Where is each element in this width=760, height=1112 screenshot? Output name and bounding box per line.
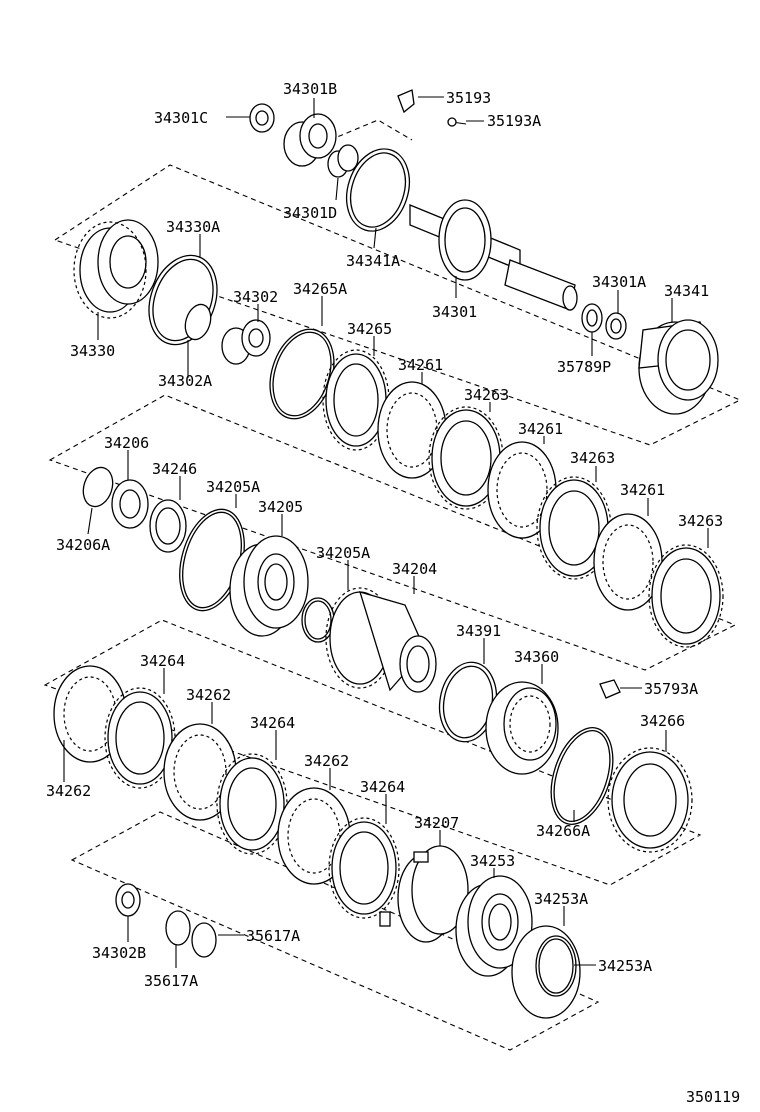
label-35793A: 35793A: [644, 680, 698, 698]
label-34205: 34205: [258, 498, 303, 516]
part-34266A-snap-ring: [550, 727, 614, 825]
label-34263-a: 34263: [464, 386, 509, 404]
label-34302: 34302: [233, 288, 278, 306]
part-34302A-ring: [184, 303, 212, 341]
label-34264-c: 34264: [360, 778, 405, 796]
part-34207-spring: [379, 845, 469, 943]
label-34205A-2: 34205A: [316, 544, 370, 562]
part-34360-clutch: [485, 681, 559, 775]
label-34262-b: 34262: [46, 782, 91, 800]
part-34266-plate: [607, 747, 693, 853]
label-34330: 34330: [70, 342, 115, 360]
part-34205-piston: [229, 535, 309, 637]
part-34206A-snap-ring: [82, 466, 114, 508]
part-34264-plate-b: [216, 753, 288, 855]
label-34265: 34265: [347, 320, 392, 338]
label-34301D: 34301D: [283, 204, 337, 222]
label-34301A: 34301A: [592, 273, 646, 291]
part-34301B-bearing: [283, 113, 337, 167]
part-34341-drum: [638, 319, 719, 415]
label-35789P: 35789P: [557, 358, 611, 376]
part-34263-plate-a: [428, 406, 504, 510]
label-34253: 34253: [470, 852, 515, 870]
label-34262-a: 34262: [186, 686, 231, 704]
parts: [53, 89, 724, 1019]
label-35617A: 35617A: [246, 927, 300, 945]
part-34263-plate-b: [536, 476, 612, 580]
part-34265A-snap-ring: [269, 328, 335, 420]
part-34330-hub: [73, 219, 159, 319]
part-35193-clip: [397, 89, 415, 114]
label-35617A-2: 35617A: [144, 972, 198, 990]
label-34301C: 34301C: [154, 109, 208, 127]
label-34253A: 34253A: [534, 890, 588, 908]
part-34301-shaft: [409, 199, 578, 311]
part-34265-plate: [322, 349, 390, 451]
part-34301A-bearing: [605, 312, 627, 340]
label-34391: 34391: [456, 622, 501, 640]
label-34263-b: 34263: [570, 449, 615, 467]
part-34263-plate-c: [648, 544, 724, 648]
part-34302B-bearing: [115, 883, 141, 917]
label-34302A: 34302A: [158, 372, 212, 390]
label-34341A: 34341A: [346, 252, 400, 270]
label-34264-b: 34264: [250, 714, 295, 732]
label-34302B: 34302B: [92, 944, 146, 962]
label-34264-a: 34264: [140, 652, 185, 670]
label-34301: 34301: [432, 303, 477, 321]
label-34266A: 34266A: [536, 822, 590, 840]
leader-lines: [63, 96, 709, 968]
part-35793A-clip: [599, 679, 621, 699]
part-34246-seal: [149, 499, 187, 553]
label-34265A: 34265A: [293, 280, 347, 298]
label-34262-c: 34262: [304, 752, 349, 770]
label-34206: 34206: [104, 434, 149, 452]
part-35617A-ring-a: [165, 910, 191, 946]
part-34301C-nut: [249, 103, 275, 133]
label-34206A: 34206A: [56, 536, 110, 554]
label-34246: 34246: [152, 460, 197, 478]
label-34341: 34341: [664, 282, 709, 300]
label-35193A: 35193A: [487, 112, 541, 130]
label-34204: 34204: [392, 560, 437, 578]
label-34207: 34207: [414, 814, 459, 832]
label-34330A: 34330A: [166, 218, 220, 236]
label-34263-c: 34263: [678, 512, 723, 530]
part-35193A-bolt: [447, 117, 467, 127]
part-34253-piston: [455, 875, 533, 977]
label-34261-b: 34261: [518, 420, 563, 438]
part-35617A-ring-b: [191, 922, 217, 958]
part-34205A-oring-small: [301, 597, 335, 643]
group-outlines: [43, 119, 742, 1051]
part-34341A-snap-ring: [346, 148, 410, 232]
part-34264-plate-c: [328, 817, 400, 919]
part-34302-bearing: [221, 319, 271, 365]
part-34205A-oring: [179, 508, 245, 612]
part-34262-disc-b: [163, 723, 237, 821]
label-34253A-2: 34253A: [598, 957, 652, 975]
label-34261-a: 34261: [398, 356, 443, 374]
label-34205A: 34205A: [206, 478, 260, 496]
part-34261-disc-b: [487, 441, 557, 539]
part-labels: 34301B 35193 34301C 35193A 34301D 34330A…: [46, 80, 740, 1106]
label-35193: 35193: [446, 89, 491, 107]
label-34301B: 34301B: [283, 80, 337, 98]
part-34204-gear: [325, 587, 437, 693]
part-35789P-washer: [581, 303, 603, 333]
part-34261-disc-a: [377, 381, 447, 479]
part-34253A-seal-inner: [535, 935, 577, 997]
part-34301D-sleeve: [327, 144, 359, 178]
label-34360: 34360: [514, 648, 559, 666]
part-34206-seal: [111, 479, 149, 529]
diagram-code: 350119: [686, 1088, 740, 1106]
label-34266: 34266: [640, 712, 685, 730]
label-34261-c: 34261: [620, 481, 665, 499]
